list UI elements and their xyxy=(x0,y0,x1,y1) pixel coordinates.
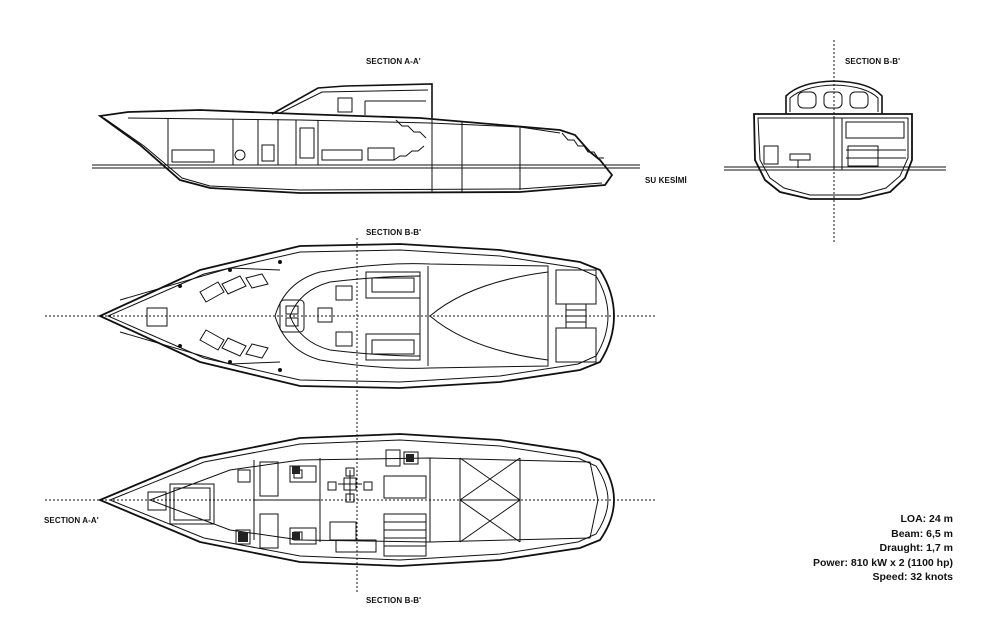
spec-beam: Beam: 6,5 m xyxy=(891,527,953,540)
section-aa-left-label: SECTION A-A' xyxy=(44,516,99,525)
spec-draught: Draught: 1,7 m xyxy=(879,542,953,554)
section-bb-bottom-label: SECTION B-B' xyxy=(366,596,422,605)
side-profile-view xyxy=(92,83,640,194)
section-bb-deck-label: SECTION B-B' xyxy=(366,228,422,237)
section-aa-top-label: SECTION A-A' xyxy=(366,57,421,66)
specifications: LOA: 24 m Beam: 6,5 m Draught: 1,7 m Pow… xyxy=(813,512,953,585)
waterline-label: SU KESİMİ xyxy=(645,176,687,185)
spec-loa: LOA: 24 m xyxy=(900,513,953,525)
spec-power: Power: 810 kW x 2 (1100 hp) xyxy=(812,556,953,569)
cross-section-view xyxy=(724,80,946,200)
spec-speed: Speed: 32 knots xyxy=(872,571,953,583)
section-bb-top-label: SECTION B-B' xyxy=(845,57,901,66)
